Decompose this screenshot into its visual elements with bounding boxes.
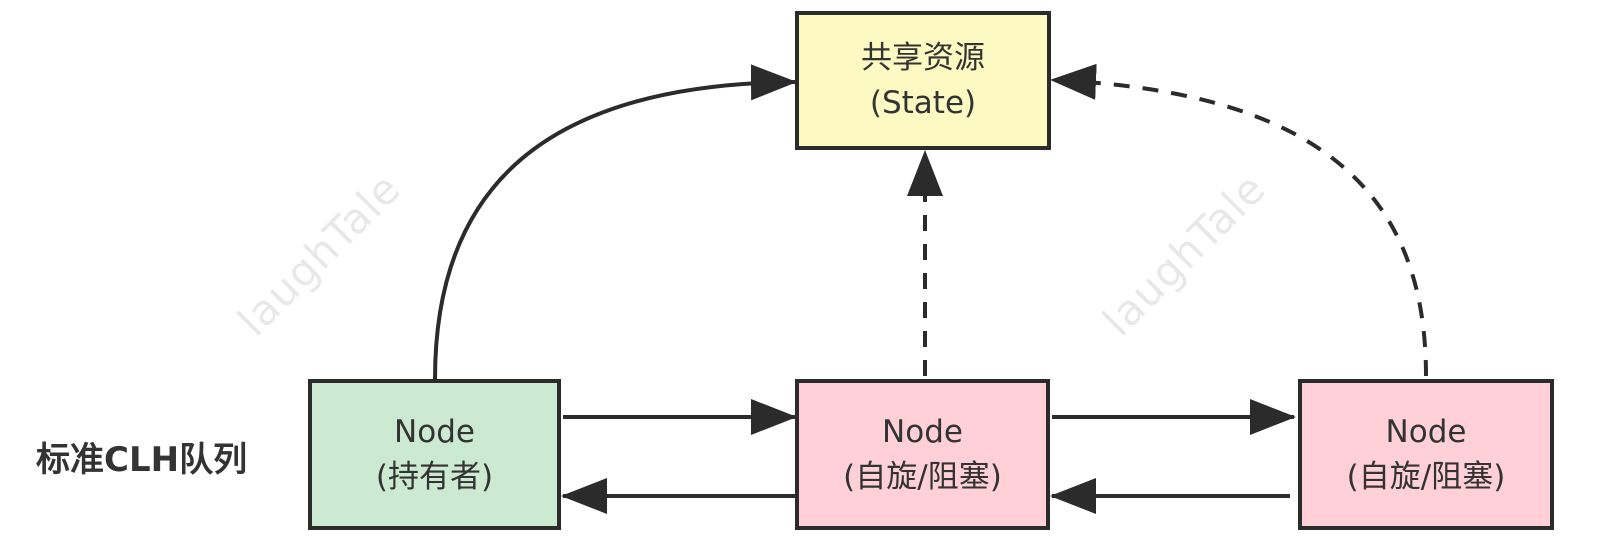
node-title: Node	[394, 413, 475, 450]
holder-to-state-arrow	[433, 64, 797, 380]
node-role: (持有者)	[375, 458, 494, 495]
holder-node-box: Node (持有者)	[308, 379, 561, 530]
shared-resource-box: 共享资源 (State)	[795, 11, 1051, 150]
node-role: (自旋/阻塞)	[1346, 458, 1506, 495]
node-title: Node	[882, 413, 963, 450]
waiting-node-box: Node (自旋/阻塞)	[1298, 379, 1554, 530]
queue-label: 标准CLH队列	[36, 440, 248, 480]
waiting-node-box: Node (自旋/阻塞)	[795, 379, 1050, 530]
shared-resource-title: 共享资源	[861, 39, 985, 76]
shared-resource-subtitle: (State)	[869, 84, 977, 121]
node-role: (自旋/阻塞)	[843, 458, 1002, 495]
node-title: Node	[1385, 413, 1467, 450]
node3-to-state-dashed-arrow	[1050, 63, 1428, 377]
